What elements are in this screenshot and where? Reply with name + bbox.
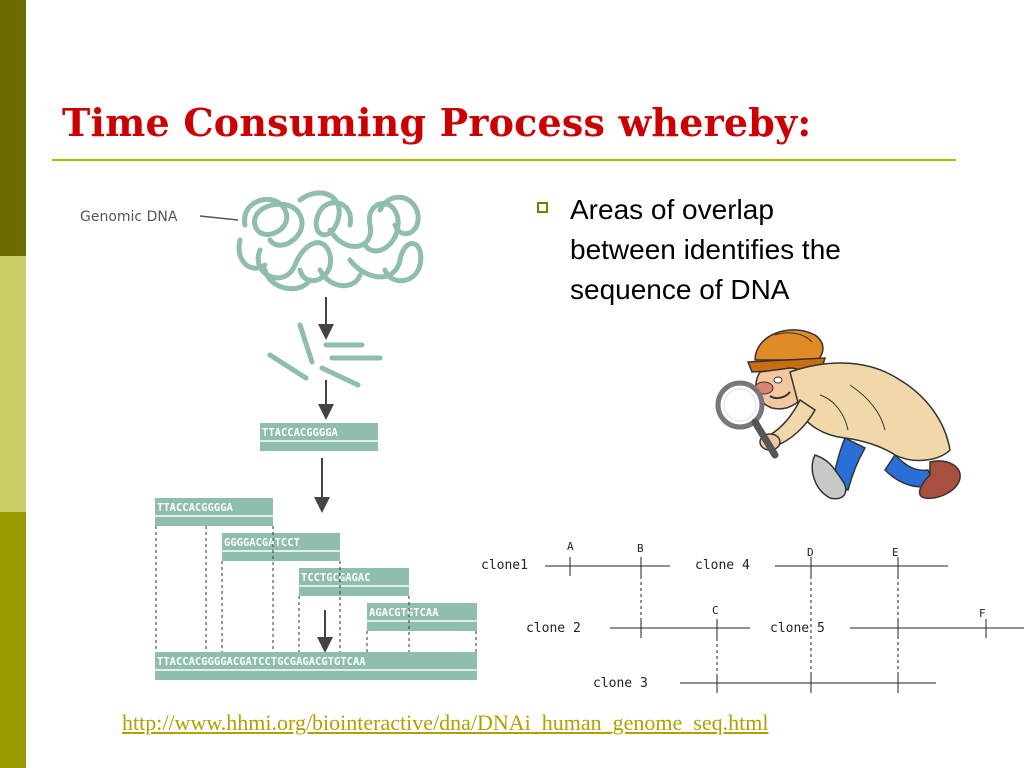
dna-fragments bbox=[267, 322, 383, 388]
read-4: AGACGTGTCAA bbox=[367, 603, 477, 631]
sidebar-block-olive bbox=[0, 512, 26, 768]
marker-f: F bbox=[979, 607, 986, 620]
genomic-dna-label: Genomic DNA bbox=[80, 209, 178, 225]
clone-map bbox=[545, 557, 1024, 693]
genomic-dna-tangle-icon bbox=[236, 190, 424, 292]
read-2: GGGGACGATCCT bbox=[222, 533, 340, 561]
svg-text:TCCTGCGAGAC: TCCTGCGAGAC bbox=[301, 572, 371, 584]
fragment-box: TTACCACGGGGA bbox=[260, 423, 378, 451]
title-underline bbox=[52, 159, 956, 161]
clone-label-4: clone 4 bbox=[695, 558, 750, 573]
read-alignment-guides bbox=[155, 526, 477, 652]
detective-icon bbox=[746, 329, 961, 500]
bullet-line-3: sequence of DNA bbox=[570, 274, 790, 305]
fragment-sequence: TTACCACGGGGA bbox=[262, 427, 339, 439]
clone-label-3: clone 3 bbox=[593, 676, 648, 691]
read-3: TCCTGCGAGAC bbox=[299, 568, 409, 596]
read-1: TTACCACGGGGA bbox=[155, 498, 273, 526]
marker-c: C bbox=[712, 604, 719, 617]
clone-label-5: clone 5 bbox=[770, 621, 825, 636]
sidebar-decoration bbox=[0, 0, 26, 768]
bullet-line-2: between identifies the bbox=[570, 234, 841, 265]
svg-text:AGACGTGTCAA: AGACGTGTCAA bbox=[369, 607, 439, 619]
marker-e: E bbox=[892, 546, 899, 559]
source-link[interactable]: http://www.hhmi.org/biointeractive/dna/D… bbox=[122, 710, 769, 735]
marker-d: D bbox=[807, 546, 814, 559]
marker-a: A bbox=[567, 540, 574, 553]
bullet-square-icon bbox=[537, 202, 548, 213]
clone-label-2: clone 2 bbox=[526, 621, 581, 636]
genomic-dna-label-group: Genomic DNA bbox=[80, 209, 239, 225]
sidebar-block-dark bbox=[0, 0, 26, 256]
assembled-sequence: TTACCACGGGGACGATCCTGCGAGACGTGTCAA bbox=[157, 656, 366, 668]
magnifier-icon bbox=[715, 380, 779, 459]
sidebar-block-light bbox=[0, 256, 26, 512]
slide-title: Time Consuming Process whereby: bbox=[62, 100, 812, 145]
assembled-sequence-box: TTACCACGGGGACGATCCTGCGAGACGTGTCAA bbox=[155, 652, 477, 680]
bullet-text: Areas of overlap between identifies the … bbox=[570, 190, 990, 310]
svg-text:TTACCACGGGGA: TTACCACGGGGA bbox=[157, 502, 234, 514]
marker-b: B bbox=[637, 542, 644, 555]
clone-label-1: clone1 bbox=[481, 558, 528, 573]
svg-text:GGGGACGATCCT: GGGGACGATCCT bbox=[224, 537, 300, 549]
bullet-line-1: Areas of overlap bbox=[570, 194, 774, 225]
